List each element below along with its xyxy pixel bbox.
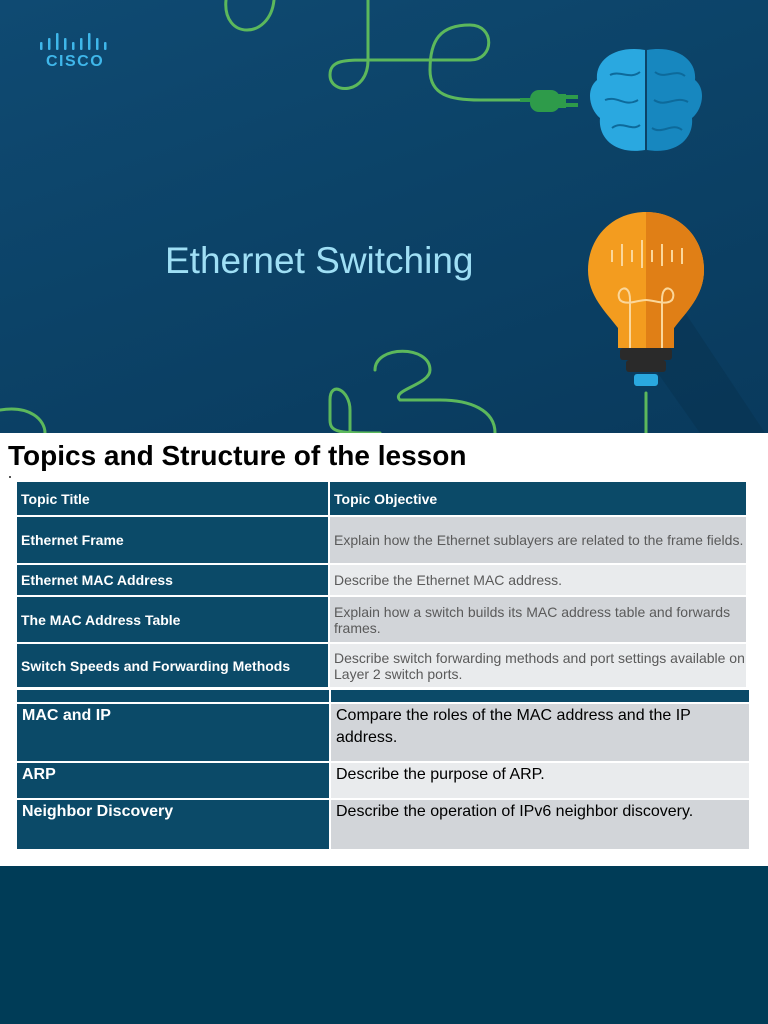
topics-table: Topic Title Topic Objective Ethernet Fra… [15, 480, 748, 689]
header-topic-title: Topic Title [15, 480, 330, 517]
topic-objective-cell: Explain how the Ethernet sublayers are r… [328, 515, 748, 565]
content-panel: Topics and Structure of the lesson Topic… [0, 433, 768, 866]
lightbulb-icon [588, 212, 765, 433]
logo-wordmark: CISCO [46, 53, 105, 70]
table-row: Switch Speeds and Forwarding Methods Des… [15, 642, 748, 689]
topic-title-cell: Switch Speeds and Forwarding Methods [15, 642, 330, 689]
additional-topics-table: MAC and IP Compare the roles of the MAC … [15, 688, 751, 851]
table-row: MAC and IP Compare the roles of the MAC … [15, 702, 751, 763]
topic-objective-cell: Compare the roles of the MAC address and… [329, 702, 751, 763]
table-row: Ethernet MAC Address Describe the Ethern… [15, 563, 748, 597]
bullet-tick [9, 476, 11, 478]
divider-cell [15, 688, 331, 704]
topic-title-cell: Ethernet Frame [15, 515, 330, 565]
divider-cell [329, 688, 751, 704]
topic-objective-cell: Describe switch forwarding methods and p… [328, 642, 748, 689]
topic-title-cell: The MAC Address Table [15, 595, 330, 644]
title-banner: CISCO Ethernet Switching [0, 0, 768, 433]
topic-objective-cell: Describe the Ethernet MAC address. [328, 563, 748, 597]
decorative-circuit-art [0, 0, 765, 433]
header-topic-objective: Topic Objective [328, 480, 748, 517]
topic-objective-cell: Describe the operation of IPv6 neighbor … [329, 798, 751, 851]
table-row: Neighbor Discovery Describe the operatio… [15, 798, 751, 851]
table-row: ARP Describe the purpose of ARP. [15, 761, 751, 800]
topic-title-cell: MAC and IP [15, 702, 331, 763]
table-divider-row [15, 688, 751, 704]
table-row: The MAC Address Table Explain how a swit… [15, 595, 748, 644]
footer-band [0, 866, 768, 1024]
topic-title-cell: Neighbor Discovery [15, 798, 331, 851]
topic-objective-cell: Explain how a switch builds its MAC addr… [328, 595, 748, 644]
section-title: Topics and Structure of the lesson [8, 440, 467, 471]
table-header-row: Topic Title Topic Objective [15, 480, 748, 517]
brain-icon [589, 49, 703, 151]
plug-icon [520, 90, 578, 112]
topic-objective-cell: Describe the purpose of ARP. [329, 761, 751, 800]
topic-title-cell: ARP [15, 761, 331, 800]
cisco-logo-icon [40, 33, 107, 50]
deck-title: Ethernet Switching [165, 240, 474, 281]
topic-title-cell: Ethernet MAC Address [15, 563, 330, 597]
table-row: Ethernet Frame Explain how the Ethernet … [15, 515, 748, 565]
